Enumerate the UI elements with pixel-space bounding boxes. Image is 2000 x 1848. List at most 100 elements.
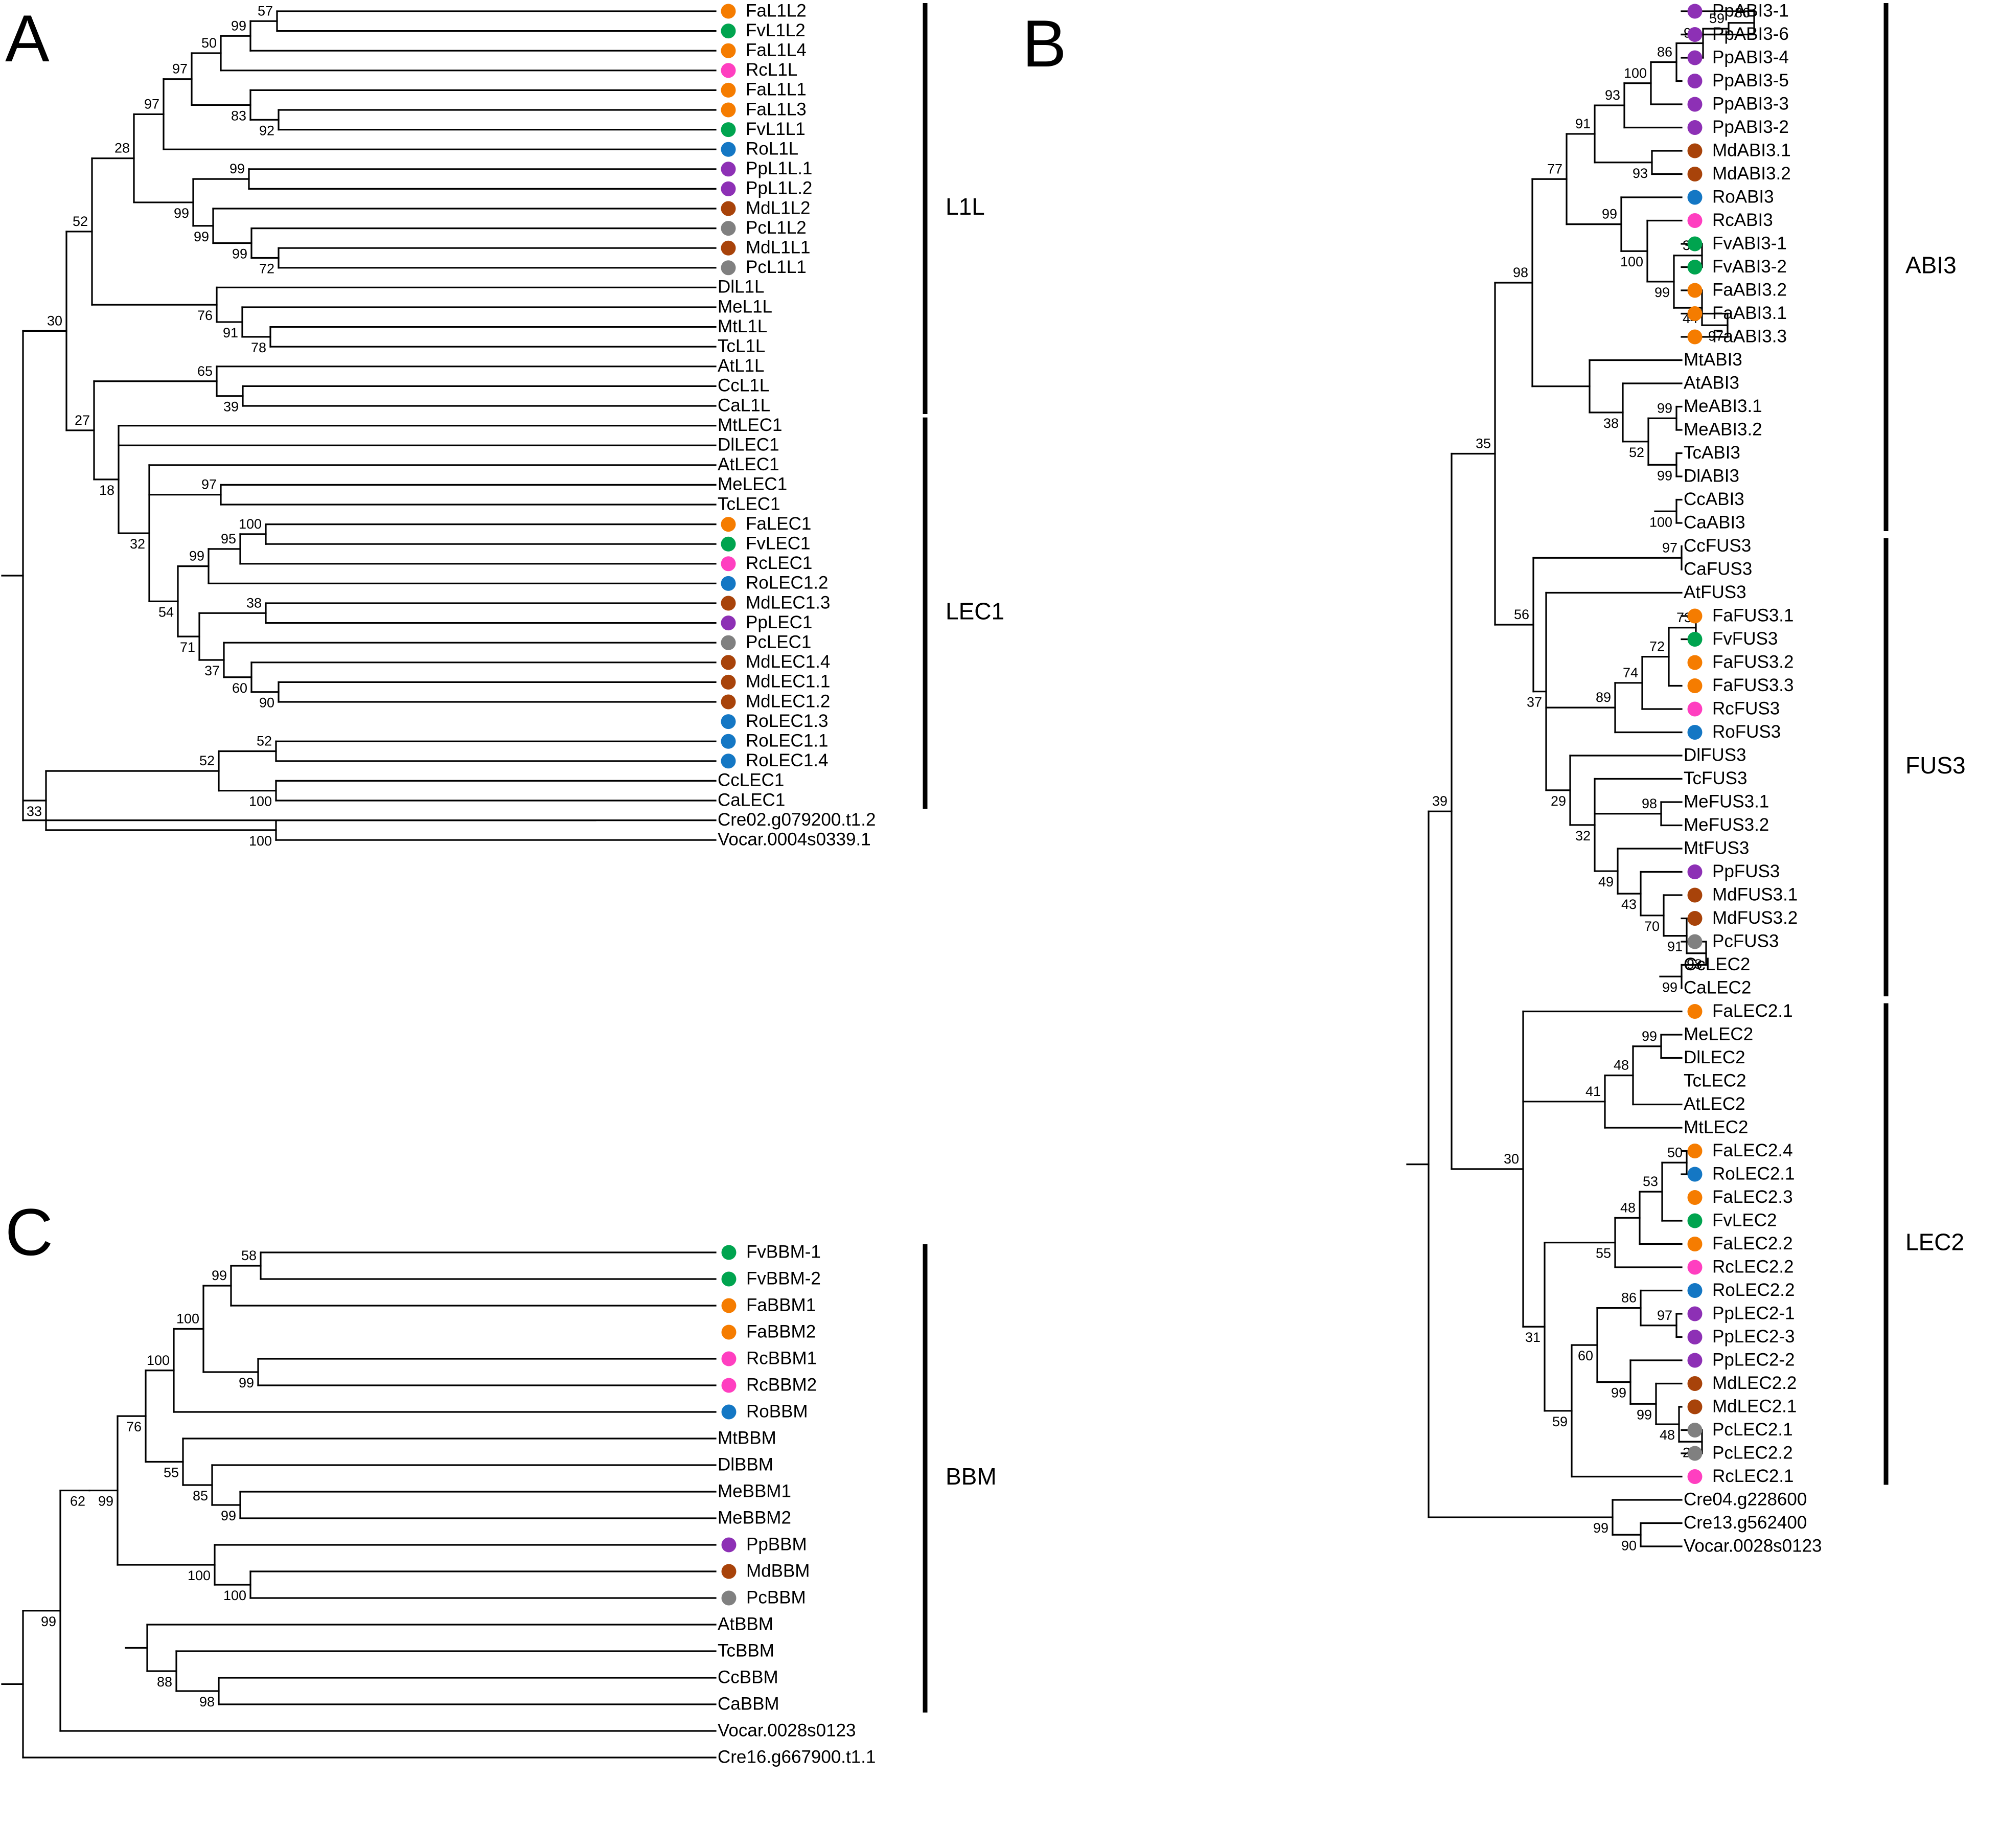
tree-leaf-label[interactable]: RoLEC2.2	[1712, 1280, 1795, 1300]
tree-leaf-label[interactable]: TcABI3	[1684, 443, 1740, 463]
tree-leaf-label[interactable]: TcFUS3	[1684, 768, 1747, 788]
tree-leaf-label[interactable]: PcLEC1	[746, 632, 811, 652]
tree-leaf-label[interactable]: FvLEC1	[746, 533, 810, 553]
tree-leaf-label[interactable]: MdBBM	[746, 1561, 810, 1581]
tree-leaf-label[interactable]: CcFUS3	[1684, 536, 1751, 556]
tree-leaf-label[interactable]: RcBBM2	[746, 1375, 817, 1395]
tree-leaf-label[interactable]: MtFUS3	[1684, 838, 1749, 858]
tree-leaf-label[interactable]: MdLEC1.2	[746, 691, 830, 711]
tree-leaf-label[interactable]: MdLEC1.4	[746, 652, 830, 672]
tree-leaf-label[interactable]: FaLEC2.1	[1712, 1001, 1793, 1021]
tree-leaf-label[interactable]: FvABI3-1	[1712, 233, 1787, 253]
tree-leaf-label[interactable]: FvBBM-2	[746, 1268, 821, 1288]
tree-leaf-label[interactable]: FvABI3-2	[1712, 257, 1787, 277]
tree-leaf-label[interactable]: PcL1L1	[746, 257, 807, 277]
tree-leaf-label[interactable]: MeABI3.1	[1684, 396, 1762, 416]
tree-leaf-label[interactable]: RoLEC1.3	[746, 711, 828, 731]
tree-leaf-label[interactable]: FaBBM2	[746, 1321, 816, 1341]
tree-leaf-label[interactable]: AtABI3	[1684, 373, 1739, 393]
tree-leaf-label[interactable]: MdL1L1	[746, 237, 810, 257]
tree-leaf-label[interactable]: FaLEC2.2	[1712, 1234, 1793, 1253]
tree-leaf-label[interactable]: RoBBM	[746, 1401, 808, 1421]
tree-leaf-label[interactable]: PpABI3-6	[1712, 24, 1789, 44]
tree-leaf-label[interactable]: Cre02.g079200.t1.2	[718, 810, 876, 830]
tree-leaf-label[interactable]: PpABI3-4	[1712, 47, 1789, 67]
tree-leaf-label[interactable]: Cre13.g562400	[1684, 1513, 1807, 1533]
tree-leaf-label[interactable]: PpBBM	[746, 1534, 807, 1554]
tree-leaf-label[interactable]: FaLEC2.4	[1712, 1140, 1793, 1160]
tree-leaf-label[interactable]: CaL1L	[718, 395, 770, 415]
tree-leaf-label[interactable]: AtL1L	[718, 356, 764, 376]
tree-leaf-label[interactable]: PpABI3-2	[1712, 117, 1789, 137]
tree-leaf-label[interactable]: FaABI3.2	[1712, 280, 1787, 300]
tree-leaf-label[interactable]: MeLEC2	[1684, 1024, 1753, 1044]
tree-leaf-label[interactable]: MdABI3.2	[1712, 164, 1791, 184]
tree-leaf-label[interactable]: MeBBM2	[718, 1508, 791, 1527]
tree-leaf-label[interactable]: FaLEC1	[746, 514, 811, 534]
tree-leaf-label[interactable]: PpABI3-3	[1712, 94, 1789, 113]
tree-leaf-label[interactable]: MeFUS3.1	[1684, 791, 1769, 811]
tree-leaf-label[interactable]: TcBBM	[718, 1640, 774, 1660]
tree-leaf-label[interactable]: RcLEC2.1	[1712, 1466, 1794, 1486]
tree-leaf-label[interactable]: FvL1L1	[746, 119, 806, 139]
tree-leaf-label[interactable]: FvL1L2	[746, 20, 806, 40]
tree-leaf-label[interactable]: MeLEC1	[718, 474, 787, 494]
tree-leaf-label[interactable]: FvBBM-1	[746, 1242, 821, 1262]
tree-leaf-label[interactable]: PpLEC2-2	[1712, 1350, 1795, 1370]
tree-leaf-label[interactable]: RoFUS3	[1712, 722, 1781, 742]
tree-leaf-label[interactable]: AtFUS3	[1684, 582, 1746, 602]
tree-leaf-label[interactable]: FaBBM1	[746, 1295, 816, 1315]
tree-leaf-label[interactable]: CaBBM	[718, 1694, 779, 1714]
tree-leaf-label[interactable]: MtLEC1	[718, 415, 782, 435]
tree-leaf-label[interactable]: PcBBM	[746, 1587, 806, 1607]
tree-leaf-label[interactable]: DlL1L	[718, 277, 764, 297]
tree-leaf-label[interactable]: FaABI3.3	[1712, 326, 1787, 346]
tree-leaf-label[interactable]: PcLEC2.1	[1712, 1420, 1793, 1440]
tree-leaf-label[interactable]: FaFUS3.2	[1712, 652, 1794, 672]
tree-leaf-label[interactable]: MeABI3.2	[1684, 419, 1762, 439]
tree-leaf-label[interactable]: FaL1L4	[746, 40, 807, 60]
tree-leaf-label[interactable]: AtLEC1	[718, 454, 779, 474]
tree-leaf-label[interactable]: RoLEC1.2	[746, 573, 828, 593]
tree-leaf-label[interactable]: FaABI3.1	[1712, 303, 1787, 323]
tree-leaf-label[interactable]: FaL1L1	[746, 80, 807, 100]
tree-leaf-label[interactable]: MeL1L	[718, 296, 772, 316]
tree-leaf-label[interactable]: DlLEC1	[718, 435, 779, 454]
tree-leaf-label[interactable]: TcLEC1	[718, 494, 780, 514]
tree-leaf-label[interactable]: FaL1L2	[746, 1, 807, 20]
tree-leaf-label[interactable]: MtLEC2	[1684, 1117, 1748, 1137]
tree-leaf-label[interactable]: MdL1L2	[746, 198, 810, 218]
tree-leaf-label[interactable]: Vocar.0028s0123	[718, 1720, 856, 1740]
tree-leaf-label[interactable]: MdABI3.1	[1712, 140, 1791, 160]
tree-leaf-label[interactable]: Cre04.g228600	[1684, 1489, 1807, 1509]
tree-leaf-label[interactable]: MtL1L	[718, 316, 767, 336]
tree-leaf-label[interactable]: Vocar.0028s0123	[1684, 1536, 1822, 1556]
tree-leaf-label[interactable]: DlFUS3	[1684, 745, 1746, 765]
tree-leaf-label[interactable]: PcLEC2.2	[1712, 1443, 1793, 1463]
tree-leaf-label[interactable]: MtBBM	[718, 1428, 776, 1448]
tree-leaf-label[interactable]: TcL1L	[718, 336, 765, 356]
tree-leaf-label[interactable]: CaABI3	[1684, 512, 1745, 532]
tree-leaf-label[interactable]: CaFUS3	[1684, 559, 1752, 579]
tree-leaf-label[interactable]: RcFUS3	[1712, 698, 1780, 718]
tree-leaf-label[interactable]: PpABI3-5	[1712, 71, 1789, 90]
tree-leaf-label[interactable]: FvLEC2	[1712, 1210, 1777, 1230]
tree-leaf-label[interactable]: RcLEC1	[746, 553, 812, 573]
tree-leaf-label[interactable]: FaFUS3.3	[1712, 675, 1794, 695]
tree-leaf-label[interactable]: FaL1L3	[746, 99, 807, 119]
tree-leaf-label[interactable]: PcFUS3	[1712, 931, 1779, 951]
tree-leaf-label[interactable]: MeFUS3.2	[1684, 815, 1769, 835]
tree-leaf-label[interactable]: AtLEC2	[1684, 1094, 1745, 1114]
tree-leaf-label[interactable]: AtBBM	[718, 1614, 773, 1634]
tree-leaf-label[interactable]: DlBBM	[718, 1454, 773, 1474]
tree-leaf-label[interactable]: CaLEC2	[1684, 977, 1751, 997]
tree-leaf-label[interactable]: CcLEC1	[718, 770, 784, 790]
tree-leaf-label[interactable]: Cre16.g667900.t1.1	[718, 1747, 876, 1767]
tree-leaf-label[interactable]: CcBBM	[718, 1667, 778, 1687]
tree-leaf-label[interactable]: PpL1L.2	[746, 178, 812, 198]
tree-leaf-label[interactable]: PpLEC1	[746, 612, 812, 632]
tree-leaf-label[interactable]: DlLEC2	[1684, 1047, 1745, 1067]
tree-leaf-label[interactable]: RoLEC2.1	[1712, 1163, 1795, 1183]
tree-leaf-label[interactable]: CaLEC1	[718, 790, 785, 810]
tree-leaf-label[interactable]: MtABI3	[1684, 350, 1742, 370]
